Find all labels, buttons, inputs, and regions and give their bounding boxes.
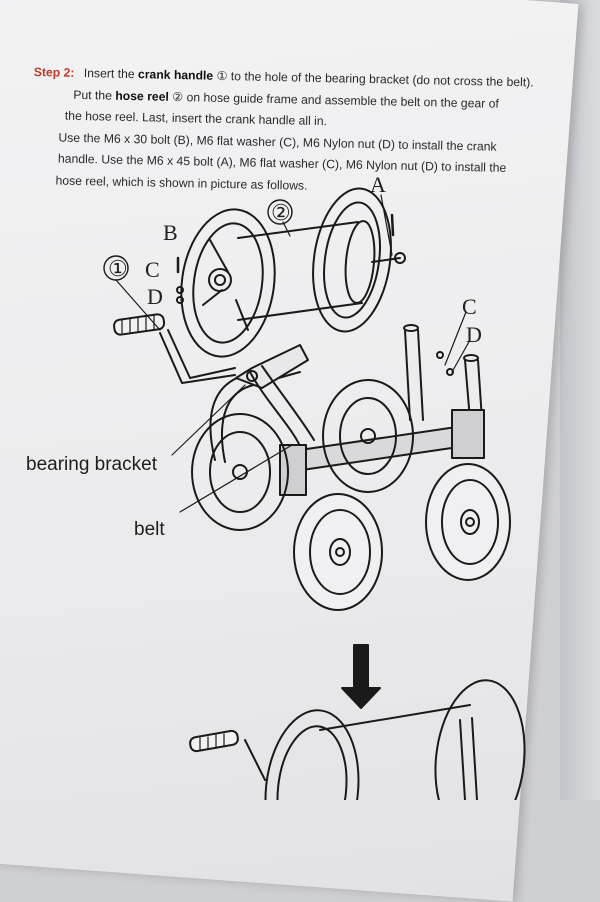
reel-drum-top [237,221,359,239]
bolt-a [390,213,395,237]
leader-line-d-right [451,339,471,373]
next-step-diagram [189,679,526,800]
reel-hub [208,268,232,292]
hose-guide-bar [299,424,473,471]
wheel-back-left [191,413,289,531]
reel-left-flange [180,208,276,358]
wheel-back-right [322,379,414,493]
hose-reel-cart-diagram: ① ② A B C D C D bearing bracket belt [26,172,526,800]
label-belt: belt [134,519,165,540]
wheel-front-left [293,493,383,611]
callout-crank-circle [103,255,129,281]
callout-d-left: D [147,284,163,309]
down-arrow [341,644,381,709]
callout-reel-circle [267,199,293,225]
hose-reel [180,187,406,358]
callout-reel: ② [271,200,291,225]
frame-tube-left-inner [221,371,301,463]
frame-upright-right-2 [417,329,424,421]
callout-c-left: C [145,257,160,282]
leader-line-reel [282,221,291,237]
upright-cap-far [463,354,479,362]
leader-line-crank [115,279,161,331]
reel-spoke-3 [235,299,249,331]
washer-c-right [436,351,444,359]
wheel-front-right [425,463,511,581]
frame-upright-right [404,329,411,421]
callout-b: B [163,220,178,245]
nut-d-left [176,296,184,304]
guide-block-left [279,444,307,496]
leader-line-c-right [444,311,467,366]
reel-spoke-2 [202,289,223,306]
callout-d-right: D [466,322,482,347]
reel-drum-bottom [237,302,363,321]
reel-right-flange [312,187,392,333]
callout-c-right: C [462,294,477,319]
leader-line-bearing [171,384,246,456]
upright-cap-right [403,324,419,332]
label-bearing-bracket: bearing bracket [26,454,158,475]
callout-crank: ① [108,256,128,281]
drive-belt [249,365,315,447]
reel-spoke-1 [209,239,229,273]
leader-line-a [380,194,393,256]
leader-line-belt [179,444,293,513]
crank-grip [113,313,166,336]
crank-handle [113,313,236,384]
washer-c-left [176,286,184,294]
guide-block-right [451,409,485,459]
callout-a: A [370,172,386,197]
nut-d-right [446,368,454,376]
reel-drum-end [344,220,376,304]
